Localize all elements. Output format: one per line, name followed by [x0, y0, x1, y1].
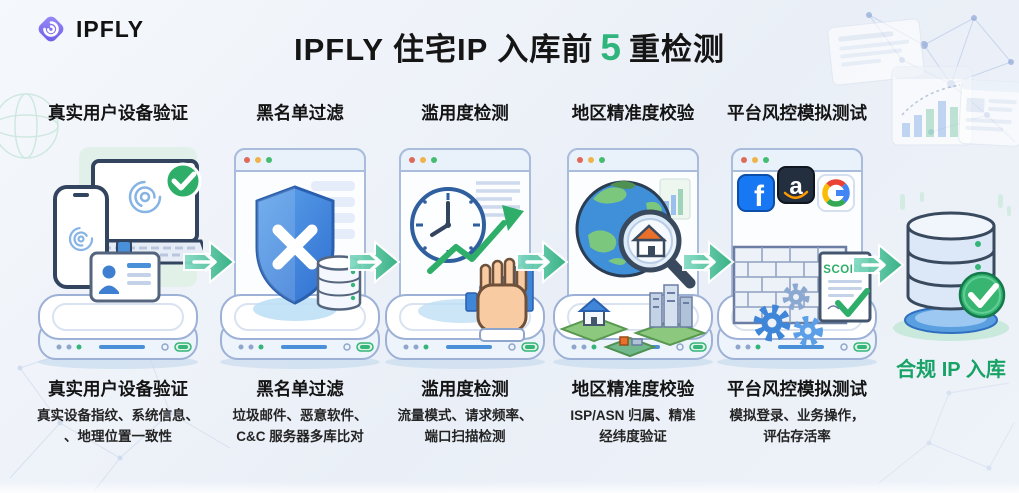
step-top-label: 真实用户设备验证 — [48, 103, 188, 123]
google-icon — [817, 174, 855, 212]
shield-x-icon — [255, 185, 335, 305]
check-icon — [958, 271, 1006, 319]
step-desc-line: 模拟登录、业务操作， — [729, 408, 865, 423]
flow-arrow-icon — [682, 239, 735, 285]
decor-green-bars — [900, 192, 1011, 216]
step-bottom-title: 滥用度检测 — [421, 379, 509, 399]
ipfly-logo: IPFLY — [34, 12, 144, 46]
step-bottom-title: 地区精准度校验 — [571, 379, 695, 399]
step-column-blacklist-filter: 黑名单过滤 — [215, 98, 385, 447]
step-column-geo-accuracy: 地区精准度校验 — [548, 98, 718, 447]
house-small-icon — [577, 297, 611, 326]
ipfly-logo-text: IPFLY — [76, 15, 145, 42]
title-number: 5 — [600, 27, 622, 68]
step-desc-line: 垃圾邮件、恶意软件、 — [232, 408, 368, 423]
step-bottom-title: 平台风控模拟测试 — [727, 379, 867, 399]
ipfly-logo-icon — [38, 16, 64, 42]
step-top-label: 平台风控模拟测试 — [727, 103, 867, 123]
title-suffix: 重检测 — [628, 32, 725, 67]
flow-arrow-icon — [348, 239, 401, 285]
id-card-icon — [89, 240, 161, 303]
title-prefix: IPFLY 住宅IP 入库前 — [294, 32, 594, 67]
step-column-abuse-detection: 滥用度检测 — [380, 98, 550, 447]
gear-icon — [793, 316, 823, 346]
step-description: 流量模式、请求频率、 端口扫描检测 — [380, 405, 550, 447]
check-icon — [164, 162, 202, 200]
facebook-icon: f — [737, 174, 775, 213]
step-top-label: 滥用度检测 — [421, 103, 509, 123]
result-label: 合规 IP 入库 — [896, 359, 1006, 381]
gear-icon — [753, 304, 791, 342]
step-desc-line: 评估存活率 — [763, 429, 831, 444]
step-description: ISP/ASN 归属、精准 经纬度验证 — [548, 405, 718, 447]
step-bottom-title: 黑名单过滤 — [256, 379, 344, 399]
decor-mesh-bottom-left — [9, 347, 231, 491]
gear-icon — [782, 283, 810, 311]
clock-icon — [410, 187, 486, 263]
buildings-icon — [559, 284, 708, 358]
step-top-label: 黑名单过滤 — [256, 103, 344, 123]
step-description: 真实设备指纹、系统信息、 、地理位置一致性 — [33, 405, 203, 447]
bottom-fade — [0, 481, 1019, 493]
amazon-icon: a — [777, 166, 815, 204]
flow-arrow-icon — [516, 239, 569, 285]
step-desc-line: ISP/ASN 归属、精准 — [570, 408, 696, 423]
platform-base-icon — [38, 294, 198, 369]
step-desc-line: 端口扫描检测 — [424, 429, 506, 444]
step-desc-line: 经纬度验证 — [599, 429, 667, 444]
compliant-ip-database-illustration — [893, 192, 1011, 341]
svg-text:f: f — [754, 180, 765, 213]
svg-text:a: a — [789, 173, 803, 200]
device-verification-illustration — [33, 135, 203, 370]
decor-analytics-cards — [827, 18, 1019, 147]
result-column: 合规 IP 入库 — [886, 192, 1016, 382]
geo-accuracy-illustration — [548, 135, 718, 370]
flow-arrow-icon — [852, 242, 905, 288]
step-bottom-title: 真实用户设备验证 — [48, 379, 188, 399]
step-description: 模拟登录、业务操作， 评估存活率 — [712, 405, 882, 447]
decor-globe-wireframe — [0, 93, 59, 159]
step-column-device-verification: 真实用户设备验证 — [33, 98, 203, 447]
step-top-label: 地区精准度校验 — [571, 103, 695, 123]
step-desc-line: C&C 服务器多库比对 — [236, 429, 364, 444]
flow-arrow-icon — [183, 239, 236, 285]
house-icon — [630, 224, 668, 258]
trend-arrow-icon — [427, 205, 524, 274]
fingerprint-icon — [128, 180, 162, 214]
step-desc-line: 、地理位置一致性 — [64, 429, 172, 444]
abuse-detection-illustration — [380, 135, 550, 370]
step-desc-line: 真实设备指纹、系统信息、 — [37, 408, 199, 423]
step-description: 垃圾邮件、恶意软件、 C&C 服务器多库比对 — [215, 405, 385, 447]
magnifier-icon — [618, 209, 696, 289]
decor-mesh-bottom-right — [878, 382, 1015, 484]
hand-stop-icon — [476, 257, 528, 342]
blacklist-filter-illustration — [215, 135, 385, 370]
step-desc-line: 流量模式、请求频率、 — [397, 408, 533, 423]
fingerprint-icon — [68, 226, 94, 252]
